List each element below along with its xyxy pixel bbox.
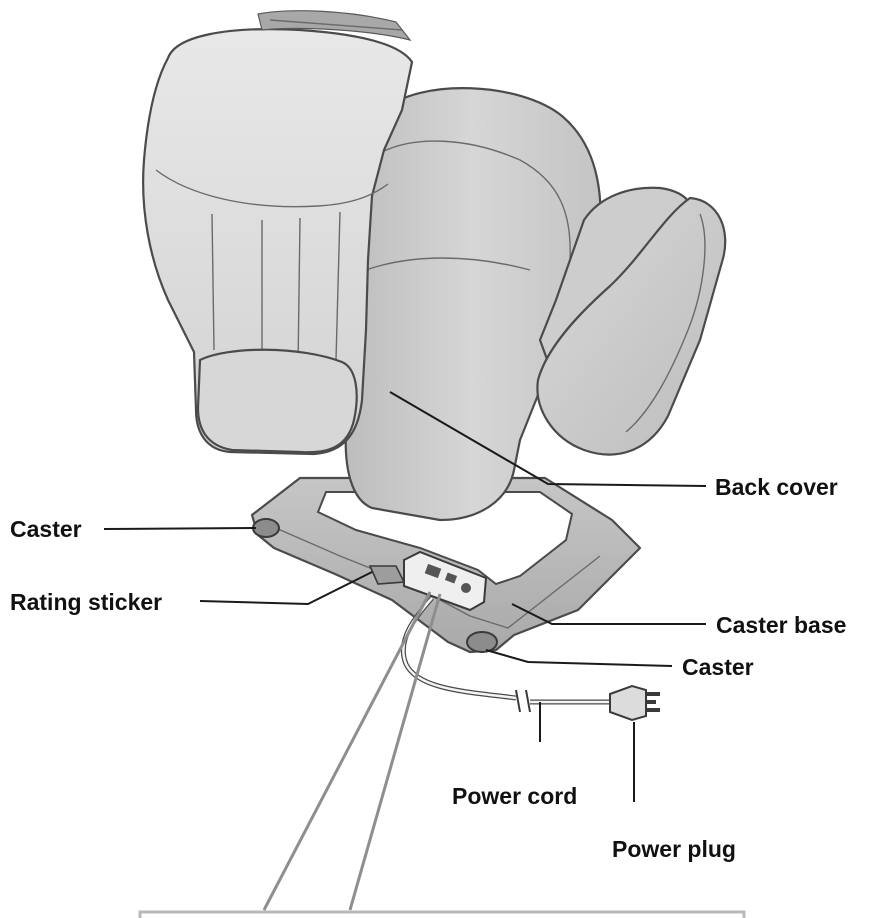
power-plug [609,684,660,722]
leader-caster-left [103,527,257,530]
label-power-plug: Power plug [612,836,736,862]
callout-leaders [103,391,707,911]
armrest [536,186,727,456]
label-power-cord: Power cord [452,783,577,809]
caster-right-wheel [466,631,498,653]
caster-left-wheel [252,518,280,538]
label-caster-base: Caster base [716,612,846,638]
leader-rating-sticker [199,571,373,606]
leader-caster-right [485,649,673,667]
pointer-line-right [348,593,442,911]
pointer-line-left [262,591,432,911]
label-caster-right: Caster [682,654,754,680]
leader-caster-base [511,603,706,625]
callout-labels: Back cover Caster Rating sticker Caster … [10,474,846,862]
massage-chair-illustration [142,10,727,722]
label-caster-left: Caster [10,516,82,542]
leader-back-cover [389,391,707,487]
detail-callout-box [138,910,746,918]
label-rating-sticker: Rating sticker [10,589,162,615]
label-back-cover: Back cover [715,474,838,500]
seat-back-pillow [142,10,414,456]
connector-panel [403,550,488,612]
